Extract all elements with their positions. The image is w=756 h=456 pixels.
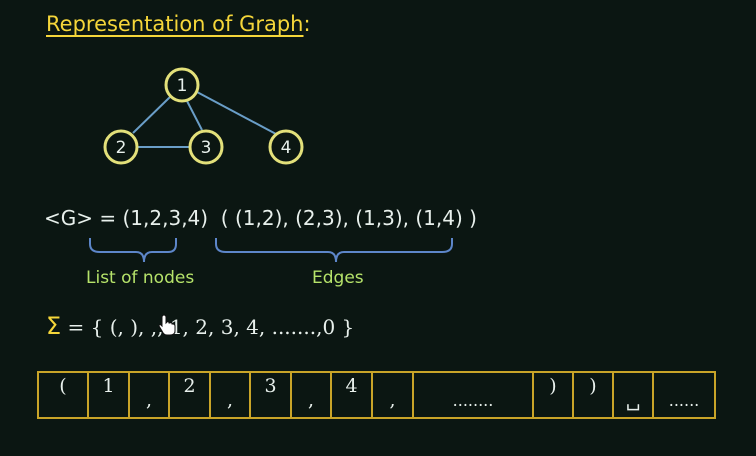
tape-cell: , xyxy=(292,373,332,417)
edge-list: ( (1,2), (2,3), (1,3), (1,4) ) xyxy=(220,206,477,230)
tape-cell: ...... xyxy=(654,373,716,417)
tape-cell: 4 xyxy=(332,373,373,417)
alphabet-text: = { (, ), ,, 1, 2, 3, 4, .......,0 } xyxy=(61,315,355,339)
node-4 xyxy=(268,129,304,165)
tape-cell: 3 xyxy=(251,373,292,417)
encoding-lhs: <G> = xyxy=(44,206,123,230)
nodes xyxy=(103,67,304,165)
sigma-symbol: Σ xyxy=(46,312,62,340)
tape-cell: ) xyxy=(534,373,574,417)
tape-cell: ( xyxy=(39,373,89,417)
title-text: Representation of Graph xyxy=(46,12,304,36)
edges xyxy=(132,91,277,148)
node-list: (1,2,3,4) xyxy=(122,206,209,230)
tape-cell: , xyxy=(211,373,251,417)
node-label-4: 4 xyxy=(281,138,292,158)
hand-cursor-icon xyxy=(158,314,176,336)
edges-brace xyxy=(215,238,453,263)
tape-cell: 2 xyxy=(170,373,211,417)
node-list-label: List of nodes xyxy=(86,268,195,288)
graph-encoding: <G> = (1,2,3,4) ( (1,2), (2,3), (1,3), (… xyxy=(44,206,477,230)
title-colon: : xyxy=(303,12,311,36)
edges-label: Edges xyxy=(312,268,364,288)
node-1 xyxy=(164,67,200,103)
node-list-brace xyxy=(89,238,177,263)
node-2 xyxy=(103,129,139,165)
tape-cell: ........ xyxy=(414,373,534,417)
edge-1-4 xyxy=(196,91,277,135)
edge-1-2 xyxy=(132,96,171,134)
edge-1-3 xyxy=(186,100,203,131)
page-title: Representation of Graph: xyxy=(46,12,311,36)
turing-tape: ( 1 , 2 , 3 , 4 , ........ ) ) ␣ ...... xyxy=(37,371,716,419)
node-3 xyxy=(188,129,224,165)
node-label-3: 3 xyxy=(201,138,212,158)
graph-diagram: 1 2 3 4 xyxy=(103,67,304,165)
tape-cell: , xyxy=(130,373,170,417)
tape-cell: ) xyxy=(574,373,614,417)
tape-cell: , xyxy=(373,373,414,417)
tape-cell: ␣ xyxy=(614,373,654,417)
node-label-1: 1 xyxy=(177,76,188,96)
tape-cell: 1 xyxy=(89,373,130,417)
alphabet-definition: Σ = { (, ), ,, 1, 2, 3, 4, .......,0 } xyxy=(46,312,354,340)
node-label-2: 2 xyxy=(116,138,127,158)
